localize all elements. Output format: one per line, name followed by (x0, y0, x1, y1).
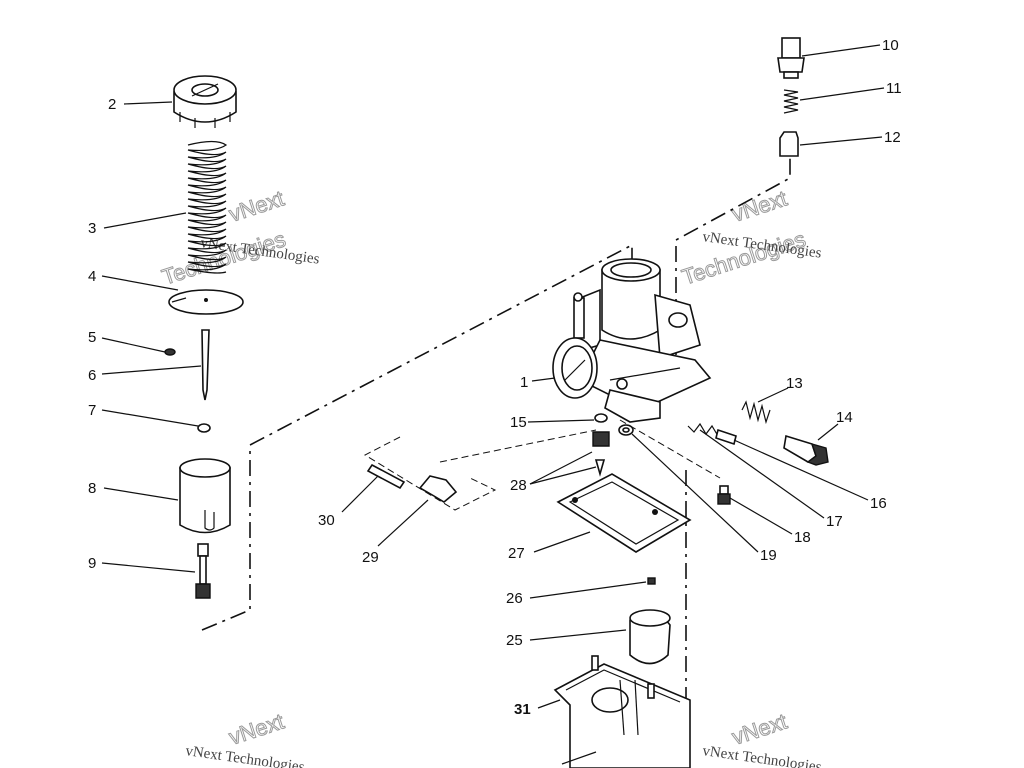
part-11-spring (783, 89, 799, 114)
watermark-full: vNext Technologies (701, 743, 822, 768)
part-5-clip (164, 348, 176, 356)
callout-3: 3 (88, 220, 96, 237)
part-15-27-needle-jet (592, 413, 610, 477)
callout-26: 27 (508, 545, 525, 562)
callout-13: 13 (786, 375, 803, 392)
watermark-brand: vNext (729, 709, 790, 750)
part-26-gasket (556, 473, 692, 553)
part-6-needle (201, 329, 210, 401)
part-28-29-float-pin (366, 463, 458, 503)
callout-24: 25 (506, 632, 523, 649)
callout-1: 1 (520, 374, 528, 391)
callout-15: 15 (510, 414, 527, 431)
callout-30: 31 (514, 701, 531, 718)
part-16-17-jet (687, 422, 737, 446)
callout-labels: 2 3 4 5 6 7 8 9 10 11 12 1 13 14 15 16 1… (88, 37, 902, 718)
part-10-fitting (777, 37, 805, 79)
callout-17: 17 (826, 513, 843, 530)
callout-7: 7 (88, 402, 96, 419)
callout-5: 5 (88, 329, 96, 346)
callout-28: 29 (362, 549, 379, 566)
part-13-spring (741, 400, 771, 425)
callout-11: 11 (886, 80, 902, 97)
callout-18: 18 (794, 529, 811, 546)
watermark-brand: vNext (729, 186, 790, 227)
watermark-full: vNext Technologies (184, 743, 305, 768)
callout-9: 9 (88, 555, 96, 572)
callout-2: 2 (108, 96, 116, 113)
callout-6: 6 (88, 367, 96, 384)
callout-8: 8 (88, 480, 96, 497)
part-25-plug (647, 577, 656, 585)
part-18-screw (717, 485, 731, 505)
part-3-spring (187, 140, 228, 274)
part-7-washer (197, 423, 211, 433)
part-9-screw (195, 543, 211, 599)
part-30-float-bowl (553, 655, 691, 768)
callout-10: 10 (882, 37, 899, 54)
callout-4: 4 (88, 268, 96, 285)
part-24-float (629, 609, 671, 665)
callout-16: 16 (870, 495, 887, 512)
part-14-pilot-screw (783, 434, 829, 466)
callout-25: 26 (506, 590, 523, 607)
part-2-cap (173, 75, 237, 128)
watermark-top-right: vNext Technologies vNext Technologies (678, 185, 822, 290)
watermark-brand: vNext (226, 186, 287, 227)
leader-lines (101, 44, 885, 765)
watermark-bottom-left: vNext vNext Technologies (184, 708, 305, 768)
callout-29: 30 (318, 512, 335, 529)
watermark-bottom-right: vNext vNext Technologies (701, 708, 822, 768)
part-8-throttle-slide (179, 458, 231, 534)
part-4-plate (168, 289, 244, 315)
part-1-carburetor-body (552, 258, 712, 423)
watermark-brand: vNext (226, 709, 287, 750)
callout-19: 19 (760, 547, 777, 564)
watermark-top-left: vNext Technologies vNext Technologies (158, 185, 320, 290)
part-19-washer (618, 424, 634, 436)
callout-12: 12 (884, 129, 901, 146)
callout-27: 28 (510, 477, 527, 494)
part-12-cap-nut (779, 131, 799, 157)
callout-14: 14 (836, 409, 853, 426)
